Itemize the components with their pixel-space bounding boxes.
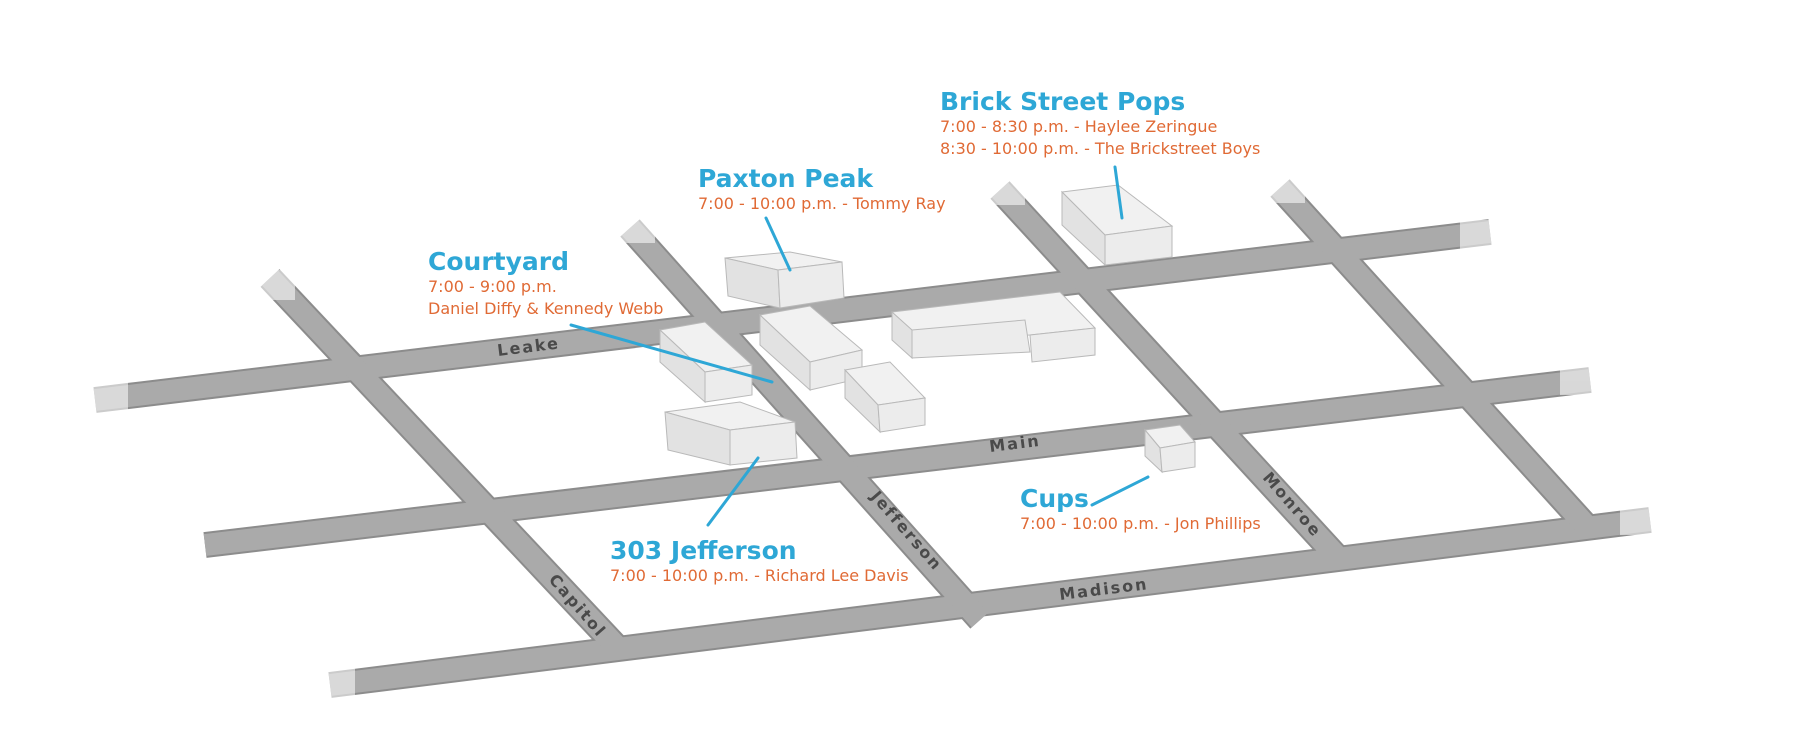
venue-schedule-line: 8:30 - 10:00 p.m. - The Brickstreet Boys xyxy=(940,139,1261,158)
venue-schedule-line: 7:00 - 10:00 p.m. - Jon Phillips xyxy=(1020,514,1261,533)
venue-cups: Cups 7:00 - 10:00 p.m. - Jon Phillips xyxy=(1020,485,1261,535)
building-main-block xyxy=(891,291,1097,363)
building-jefferson-mid xyxy=(758,305,864,392)
buildings xyxy=(658,184,1196,474)
street-label-capitol: Capitol xyxy=(545,570,610,641)
leader-paxton-peak xyxy=(764,216,792,272)
venue-courtyard: Courtyard 7:00 - 9:00 p.m. Daniel Diffy … xyxy=(428,248,663,320)
leader-brick-street-pops xyxy=(1113,165,1124,220)
venue-schedule-line: 7:00 - 9:00 p.m. xyxy=(428,277,557,296)
leader-lines xyxy=(569,165,1150,527)
venue-schedule-line: 7:00 - 10:00 p.m. - Tommy Ray xyxy=(698,194,946,213)
street-label-monroe: Monroe xyxy=(1259,468,1326,541)
building-jefferson-south xyxy=(844,361,927,434)
venue-name: 303 Jefferson xyxy=(610,536,797,565)
road-monroe xyxy=(991,182,1349,568)
venue-name: Cups xyxy=(1020,484,1089,513)
venue-schedule-line: 7:00 - 8:30 p.m. - Haylee Zeringue xyxy=(940,117,1218,136)
building-cups xyxy=(1144,424,1196,474)
building-303-jefferson xyxy=(664,401,798,466)
venue-schedule-line: Daniel Diffy & Kennedy Webb xyxy=(428,299,664,318)
leader-cups xyxy=(1090,475,1150,507)
venue-name: Courtyard xyxy=(428,247,569,276)
road-madison xyxy=(328,509,1652,696)
road-east xyxy=(1271,180,1599,538)
venue-303-jefferson: 303 Jefferson 7:00 - 10:00 p.m. - Richar… xyxy=(610,537,909,587)
venue-paxton-peak: Paxton Peak 7:00 - 10:00 p.m. - Tommy Ra… xyxy=(698,165,946,215)
road-jefferson xyxy=(621,220,989,628)
leader-courtyard xyxy=(569,323,774,384)
road-capitol xyxy=(261,270,624,653)
building-paxton-peak xyxy=(724,251,845,309)
venue-name: Paxton Peak xyxy=(698,164,874,193)
venue-brick-street-pops: Brick Street Pops 7:00 - 8:30 p.m. - Hay… xyxy=(940,88,1260,160)
venue-schedule-line: 7:00 - 10:00 p.m. - Richard Lee Davis xyxy=(610,566,909,585)
building-brick-street-pops xyxy=(1060,184,1174,267)
road-network xyxy=(88,178,1660,700)
leader-303-jefferson xyxy=(706,456,760,527)
venue-name: Brick Street Pops xyxy=(940,87,1186,116)
road-main xyxy=(203,369,1592,556)
